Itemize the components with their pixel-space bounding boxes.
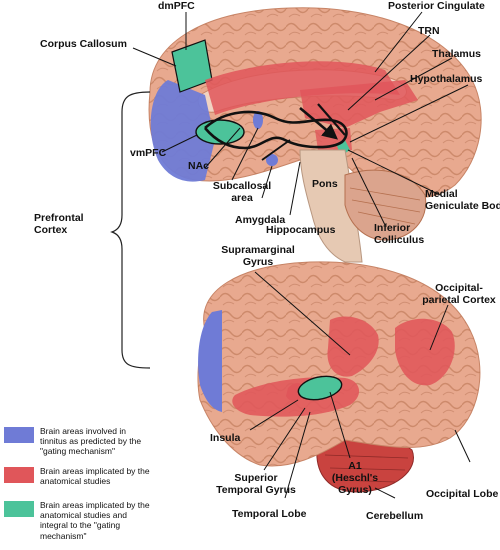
label-prefrontal-cortex: Prefrontal Cortex: [34, 212, 84, 236]
label-thalamus: Thalamus: [432, 48, 482, 60]
prefrontal-brace: [110, 91, 151, 369]
legend-swatch-red: [4, 467, 34, 483]
legend-item-green: Brain areas implicated by the anatomical…: [4, 500, 150, 541]
prefrontal-region-blue: [150, 80, 215, 182]
label-subcallosal-area: Subcallosal area: [210, 180, 274, 204]
frontal-pole-blue: [198, 310, 222, 412]
lateral-brain: [197, 261, 481, 493]
label-occipital-parietal-line-1: Occipital-: [435, 282, 483, 294]
label-inferior-colliculus-line-1: Inferior: [374, 222, 411, 234]
label-prefrontal-line-2: Cortex: [34, 224, 68, 237]
legend-text-blue: Brain areas involved in tinnitus as pred…: [40, 426, 142, 457]
label-a1-line-3: Gyrus): [338, 484, 372, 497]
label-subcallosal-line-1: Subcallosal: [212, 180, 272, 192]
label-vmpfc: vmPFC: [130, 147, 167, 159]
label-supramarginal-line-2: Gyrus: [242, 256, 274, 269]
legend-text-green: Brain areas implicated by the anatomical…: [40, 500, 150, 541]
legend-swatch-blue: [4, 427, 34, 443]
label-posterior-cingulate: Posterior Cingulate: [388, 0, 485, 12]
label-dmpfc: dmPFC: [158, 0, 195, 12]
supramarginal-region: [327, 316, 379, 377]
label-hippocampus: Hippocampus: [266, 224, 336, 236]
label-inferior-colliculus: Inferior Colliculus: [374, 222, 424, 246]
cingulate-region-red: [205, 61, 400, 115]
gating-circuit-arrow: [204, 110, 348, 150]
label-a1-heschls-gyrus: A1 (Heschl's Gyrus): [322, 460, 388, 496]
label-supramarginal-line-1: Supramarginal: [221, 244, 295, 256]
label-occipital-parietal-line-2: parietal Cortex: [422, 294, 496, 307]
label-insula: Insula: [210, 432, 241, 444]
legend-item-blue: Brain areas involved in tinnitus as pred…: [4, 426, 150, 457]
sagittal-brain: [148, 7, 482, 263]
label-trn: TRN: [418, 25, 440, 37]
label-cerebellum: Cerebellum: [366, 510, 424, 522]
label-inferior-colliculus-line-2: Colliculus: [374, 234, 425, 247]
label-prefrontal-line-1: Prefrontal: [34, 212, 84, 224]
nac-region: [253, 111, 263, 129]
label-corpus-callosum: Corpus Callosum: [40, 38, 127, 50]
label-medial-geniculate-line-1: Medial: [425, 188, 458, 200]
occipital-parietal-region: [395, 318, 455, 386]
leader-lines: [132, 11, 471, 499]
label-hypothalamus: Hypothalamus: [410, 73, 483, 85]
label-subcallosal-line-2: area: [231, 192, 253, 205]
label-temporal-lobe: Temporal Lobe: [232, 508, 307, 520]
legend-text-red: Brain areas implicated by the anatomical…: [40, 466, 150, 487]
label-superior-temporal-gyrus: Superior Temporal Gyrus: [207, 472, 305, 496]
label-medial-geniculate-line-2: Geniculate Body: [425, 200, 500, 213]
cerebellum-top: [344, 169, 427, 241]
label-a1-line-2: (Heschl's: [331, 472, 379, 485]
label-a1-line-1: A1: [348, 460, 362, 472]
label-amygdala: Amygdala: [235, 214, 286, 226]
legend-item-red: Brain areas implicated by the anatomical…: [4, 466, 150, 486]
label-medial-geniculate: Medial Geniculate Body: [425, 188, 500, 212]
label-superior-temporal-line-1: Superior: [234, 472, 278, 484]
label-supramarginal-gyrus: Supramarginal Gyrus: [212, 244, 304, 268]
label-occipital-parietal-cortex: Occipital- parietal Cortex: [418, 282, 500, 306]
label-superior-temporal-line-2: Temporal Gyrus: [216, 484, 296, 497]
legend-swatch-green: [4, 501, 34, 517]
amygdala-region: [266, 154, 278, 166]
label-occipital-lobe: Occipital Lobe: [426, 488, 499, 500]
label-pons: Pons: [312, 178, 338, 190]
label-nac: NAc: [188, 160, 210, 172]
